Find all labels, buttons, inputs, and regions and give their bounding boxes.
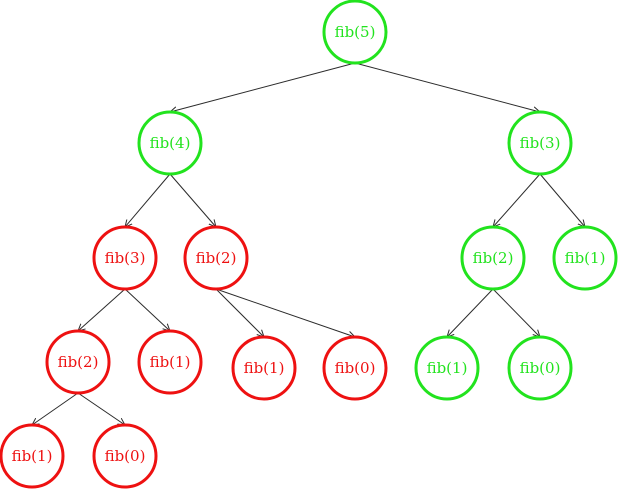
- edge-arrow: [493, 173, 541, 227]
- node-label: fib(3): [520, 134, 561, 152]
- edge-arrow: [170, 62, 356, 112]
- edge-arrow: [539, 173, 585, 227]
- edge-arrow: [77, 392, 125, 425]
- edge-arrow: [215, 288, 355, 337]
- tree-node: fib(1): [0, 423, 65, 489]
- node-label: fib(3): [105, 249, 146, 267]
- node-circle: [414, 335, 480, 401]
- node-label: fib(0): [335, 359, 376, 377]
- edge-arrow: [354, 62, 540, 112]
- node-circle: [92, 225, 158, 291]
- tree-node: fib(1): [231, 335, 297, 401]
- node-label: fib(0): [520, 359, 561, 377]
- node-label: fib(1): [565, 249, 606, 267]
- tree-node: fib(3): [92, 225, 158, 291]
- tree-node: fib(3): [507, 110, 573, 176]
- edge-arrow: [169, 173, 216, 227]
- node-label: fib(4): [150, 134, 191, 152]
- node-circle: [183, 225, 249, 291]
- node-circle: [137, 110, 203, 176]
- edge-arrow: [492, 288, 540, 337]
- edge-arrow: [215, 288, 264, 337]
- edge-arrow: [32, 392, 79, 425]
- tree-node: fib(1): [137, 329, 203, 395]
- edge-arrow: [447, 288, 494, 337]
- node-label: fib(0): [105, 447, 146, 465]
- node-circle: [0, 423, 65, 489]
- node-label: fib(5): [335, 23, 376, 41]
- edge-arrow: [125, 173, 171, 227]
- edges: [32, 62, 585, 425]
- node-circle: [322, 335, 388, 401]
- node-circle: [92, 423, 158, 489]
- node-label: fib(2): [196, 249, 237, 267]
- tree-node: fib(2): [460, 225, 526, 291]
- node-circle: [322, 0, 388, 65]
- node-circle: [137, 329, 203, 395]
- tree-node: fib(0): [507, 335, 573, 401]
- tree-node: fib(2): [183, 225, 249, 291]
- edge-arrow: [78, 288, 126, 331]
- node-circle: [507, 335, 573, 401]
- node-circle: [45, 329, 111, 395]
- tree-node: fib(4): [137, 110, 203, 176]
- tree-node: fib(1): [414, 335, 480, 401]
- node-label: fib(1): [12, 447, 53, 465]
- node-label: fib(1): [427, 359, 468, 377]
- node-label: fib(1): [244, 359, 285, 377]
- tree-node: fib(5): [322, 0, 388, 65]
- node-label: fib(1): [150, 353, 191, 371]
- node-label: fib(2): [58, 353, 99, 371]
- node-circle: [552, 225, 618, 291]
- tree-node: fib(0): [322, 335, 388, 401]
- tree-node: fib(2): [45, 329, 111, 395]
- node-circle: [507, 110, 573, 176]
- edge-arrow: [124, 288, 170, 331]
- tree-node: fib(1): [552, 225, 618, 291]
- node-label: fib(2): [473, 249, 514, 267]
- node-circle: [231, 335, 297, 401]
- tree-node: fib(0): [92, 423, 158, 489]
- node-circle: [460, 225, 526, 291]
